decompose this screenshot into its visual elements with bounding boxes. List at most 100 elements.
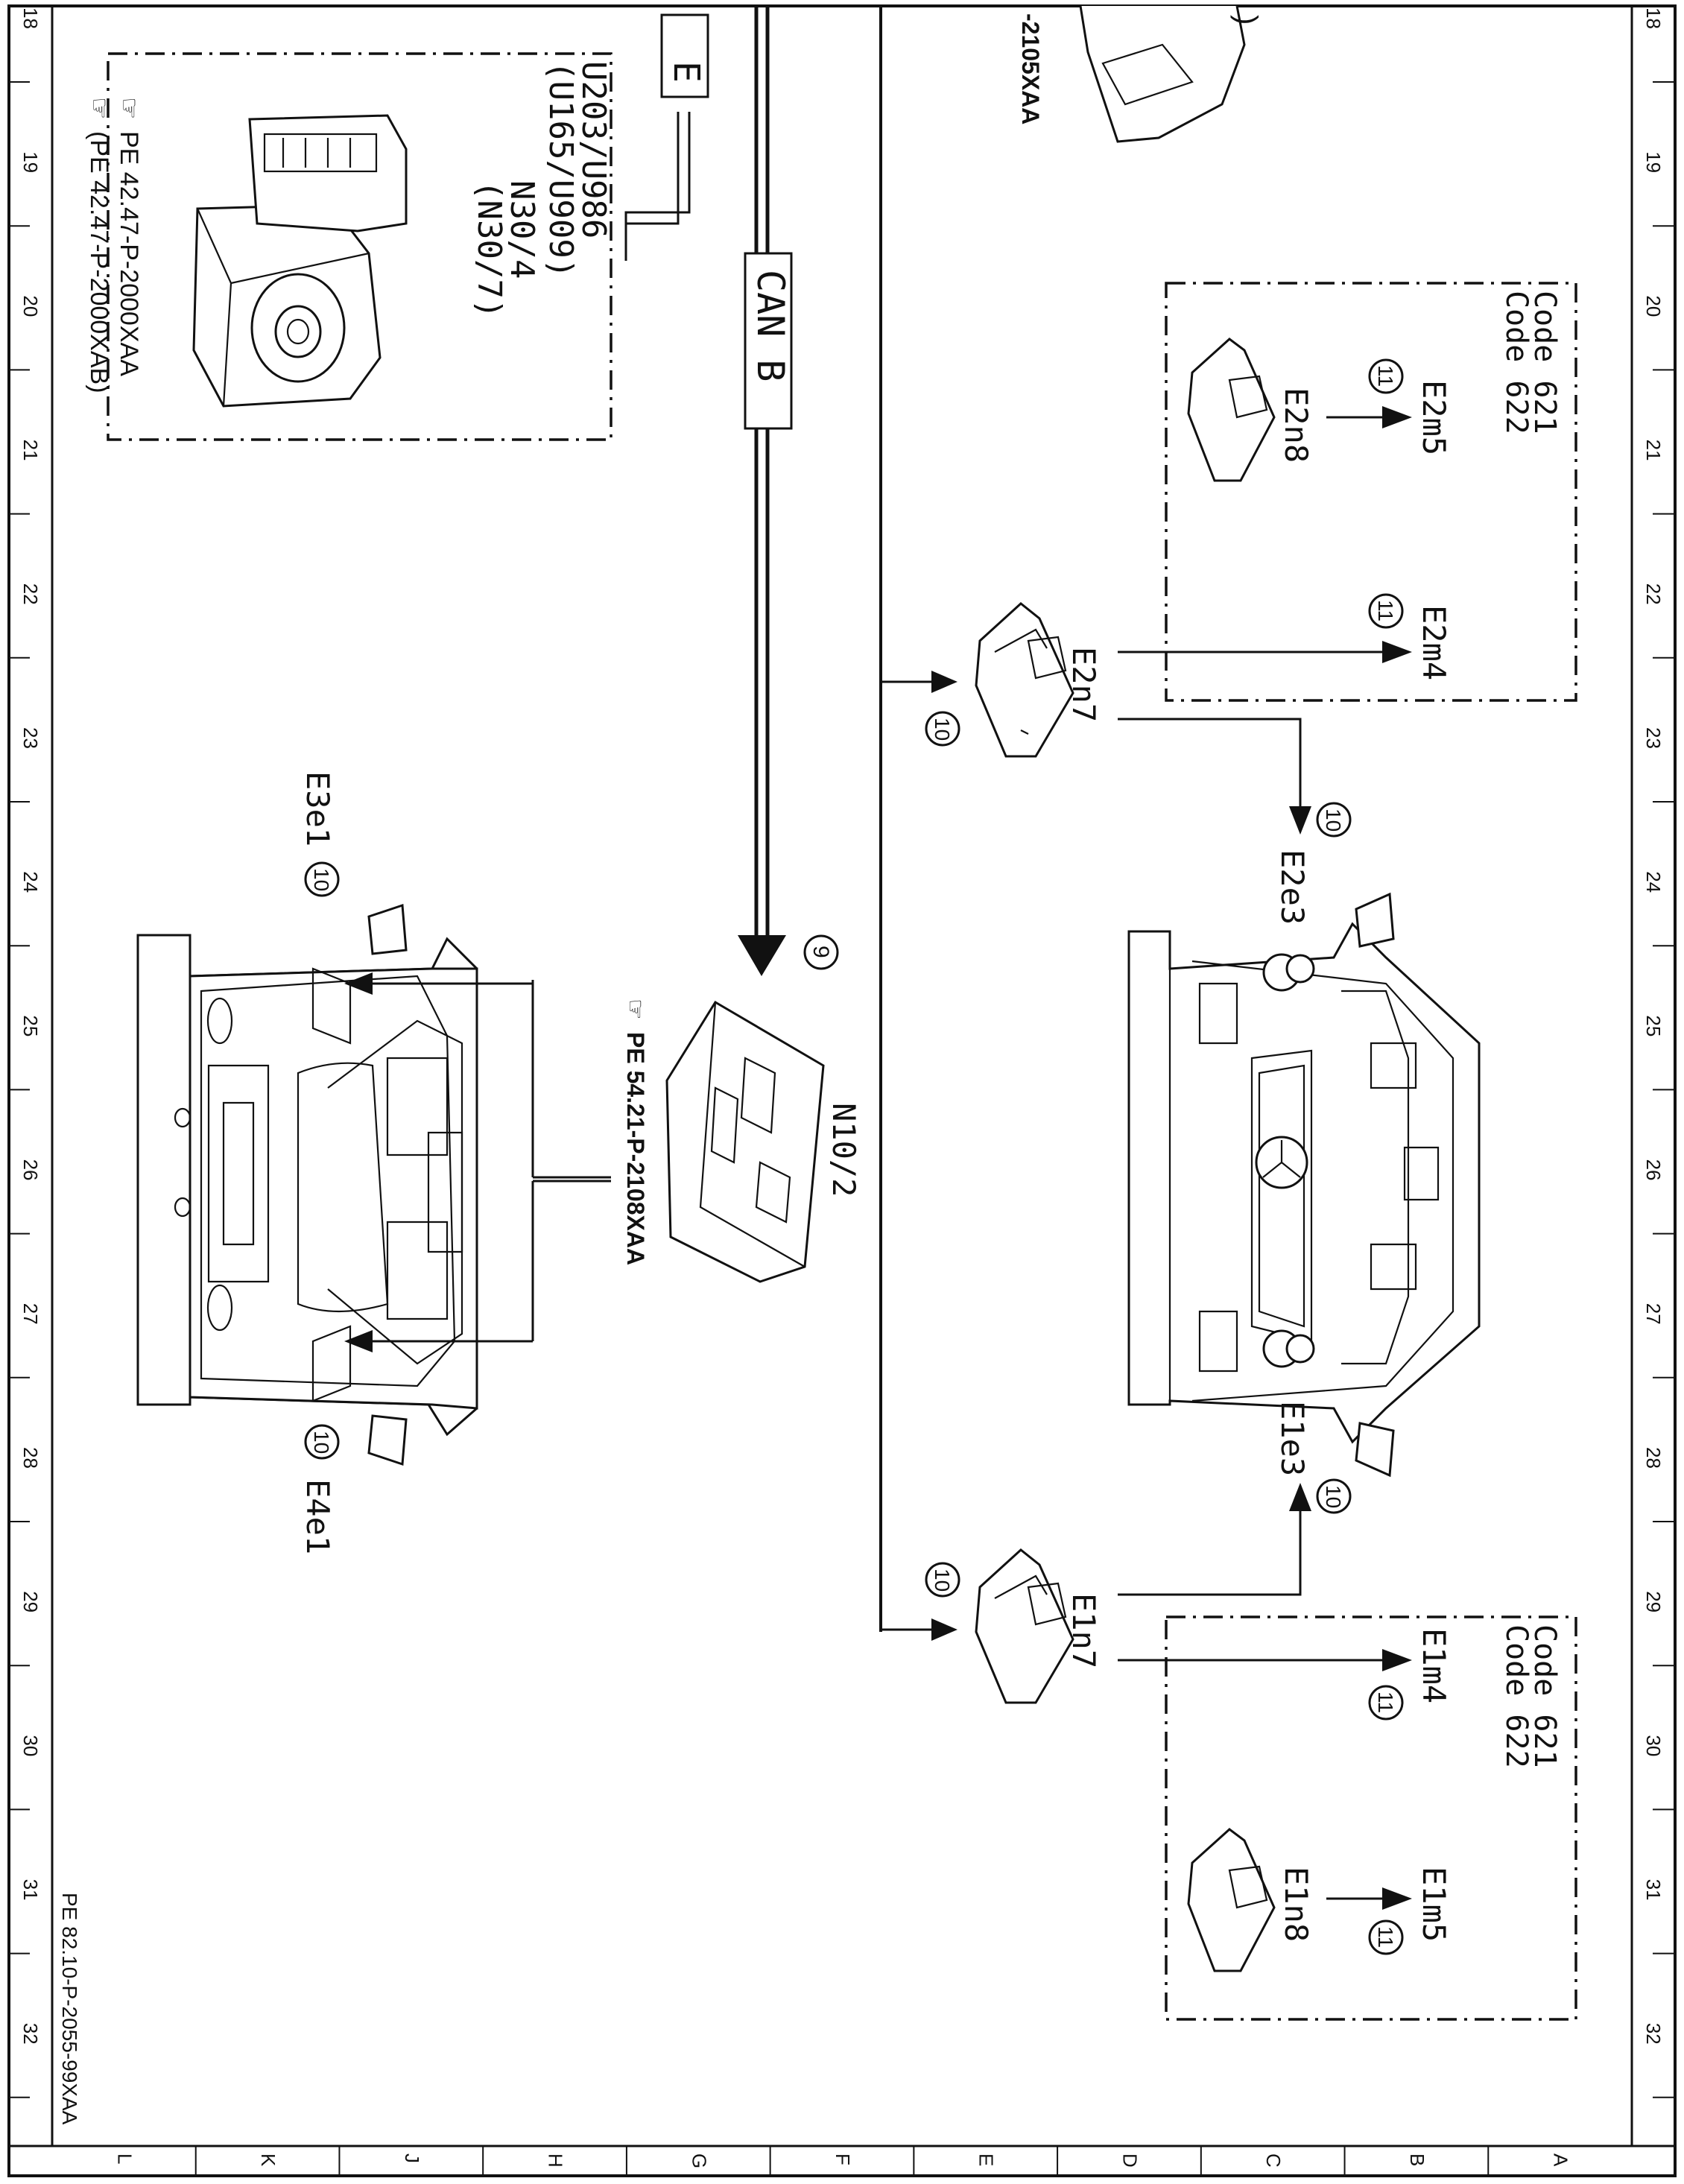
row-number-l: 25 (19, 1015, 42, 1036)
vehicle-rear-view: E3e1 10 10 E4e1 (136, 771, 611, 1554)
label-e1n7: E1n7 (1066, 1593, 1102, 1668)
row-number-l: 32 (19, 2023, 42, 2045)
control-unit-ref: PE 54.21-P-2108XAA (622, 1032, 649, 1265)
row-number-r: 32 (1642, 2023, 1665, 2045)
module-e2n7: E2n7 10 E2e3 10 (925, 602, 1412, 925)
code-box-upper: Code 621 Code 622 E2n8 11 E2m5 11 E2m4 (1165, 282, 1577, 702)
row-number-r: 31 (1642, 1879, 1665, 1901)
row-number-l: 23 (19, 727, 42, 749)
abs-model-line1: U203/U986 (574, 61, 612, 238)
svg-text:11: 11 (1374, 600, 1397, 621)
control-unit-name: N10/2 (826, 1103, 862, 1197)
row-number-l: 31 (19, 1879, 42, 1901)
control-unit-ref-icon: ☞ (622, 998, 649, 1020)
callout-11-e2m4 (1368, 593, 1404, 629)
row-number-l: 18 (19, 7, 42, 29)
callout-10-e1e3 (1316, 1478, 1352, 1514)
column-letter: G (688, 2153, 710, 2168)
column-letter: E (975, 2153, 998, 2166)
callout-10-e2e3 (1316, 802, 1352, 838)
row-number-l: 27 (19, 1303, 42, 1325)
label-e2e3: E2e3 (1274, 849, 1311, 925)
bus-label-can-b: CAN B (749, 270, 792, 382)
row-number-r: 29 (1642, 1591, 1665, 1612)
document-reference: PE 82.10-P-2055-99XAA (58, 1893, 81, 2125)
callout-11-e1m4 (1368, 1685, 1404, 1721)
label-e2m5: E2m5 (1416, 380, 1452, 455)
abs-code-line2: (N30/7) (470, 180, 508, 318)
label-e1n8: E1n8 (1278, 1867, 1314, 1942)
column-letter: K (257, 2153, 279, 2167)
svg-text:11: 11 (1374, 365, 1397, 387)
code-box-lower-line1: Code 621 (1528, 1624, 1562, 1768)
module-e1n7: E1n7 10 E1e3 10 (925, 1401, 1412, 1704)
svg-text:10: 10 (310, 868, 333, 891)
callout-10-e2n7 (925, 711, 960, 747)
label-e1e3: E1e3 (1274, 1401, 1311, 1476)
abs-model-line2: (U165/U909) (542, 61, 580, 278)
row-number-r: 18 (1642, 7, 1665, 29)
row-number-l: 19 (19, 151, 42, 173)
row-number-r: 26 (1642, 1159, 1665, 1181)
code-box-upper-line2: Code 622 (1499, 291, 1533, 434)
row-number-r: 25 (1642, 1015, 1665, 1036)
callout-10-e1n7 (925, 1562, 960, 1598)
top-module-fragment: -2105XAA ) (1017, 5, 1263, 143)
svg-text:10: 10 (1322, 808, 1345, 832)
callout-10-e4e1 (304, 1424, 340, 1460)
row-number-r: 24 (1642, 871, 1665, 893)
code-box-lower-line2: Code 622 (1499, 1624, 1533, 1768)
label-e1m4: E1m4 (1416, 1628, 1452, 1703)
column-letter: F (832, 2153, 854, 2165)
code-box-lower: Code 621 Code 622 E1n8 11 E1m4 11 E1m5 (1165, 1615, 1577, 2021)
diagram-frame (7, 4, 1677, 2177)
abs-hydraulic-unit-image (192, 114, 408, 408)
row-number-l: 30 (19, 1735, 42, 1756)
column-letter: L (113, 2153, 136, 2164)
svg-text:9: 9 (808, 946, 833, 958)
label-e2n7: E2n7 (1066, 647, 1102, 722)
row-number-l: 20 (19, 295, 42, 317)
row-number-l: 21 (19, 440, 42, 461)
row-number-r: 28 (1642, 1447, 1665, 1469)
svg-text:10: 10 (931, 718, 954, 741)
column-letter: A (1550, 2153, 1572, 2167)
abs-ref2: (PE 42.47-P-2000XAB) (85, 131, 113, 393)
top-fragment-ref: -2105XAA (1017, 13, 1044, 124)
callout-11-e1m5 (1368, 1919, 1404, 1955)
row-number-l: 24 (19, 871, 42, 893)
svg-text:10: 10 (931, 1569, 954, 1592)
column-letter: J (401, 2153, 423, 2163)
can-bus-lines: E CAN B (624, 6, 957, 1641)
label-e2n8: E2n8 (1278, 387, 1314, 463)
svg-text:11: 11 (1374, 1691, 1397, 1713)
row-number-r: 20 (1642, 295, 1665, 317)
callout-9 (803, 934, 839, 970)
label-e1m5: E1m5 (1416, 1867, 1452, 1942)
row-number-r: 22 (1642, 583, 1665, 605)
row-number-r: 19 (1642, 151, 1665, 173)
bus-label-e: E (665, 61, 707, 83)
column-letter: B (1406, 2153, 1428, 2166)
abs-code-line1: N30/4 (503, 180, 541, 279)
row-number-r: 30 (1642, 1735, 1665, 1756)
can-bus-arrowhead (738, 935, 786, 976)
abs-ref-icon: ☞ (115, 97, 143, 119)
svg-text:10: 10 (310, 1431, 333, 1454)
svg-text:10: 10 (1322, 1485, 1345, 1508)
row-number-l: 29 (19, 1591, 42, 1612)
label-e4e1: E4e1 (300, 1479, 336, 1554)
abs-ref-icon-2: ☞ (85, 97, 113, 119)
row-number-l: 26 (19, 1159, 42, 1181)
row-number-l: 22 (19, 583, 42, 605)
callout-10-e3e1 (304, 861, 340, 897)
row-number-r: 21 (1642, 440, 1665, 461)
column-letter: H (545, 2153, 567, 2168)
control-unit-n10-2: N10/2 ☞ PE 54.21-P-2108XAA 9 (622, 934, 862, 1283)
label-e2m4: E2m4 (1416, 605, 1452, 680)
abs-module-group: U203/U986 (U165/U909) N30/4 (N30/7) ☞ PE… (85, 52, 612, 441)
label-e3e1: E3e1 (300, 771, 336, 846)
svg-text:11: 11 (1374, 1926, 1397, 1948)
row-number-r: 23 (1642, 727, 1665, 749)
